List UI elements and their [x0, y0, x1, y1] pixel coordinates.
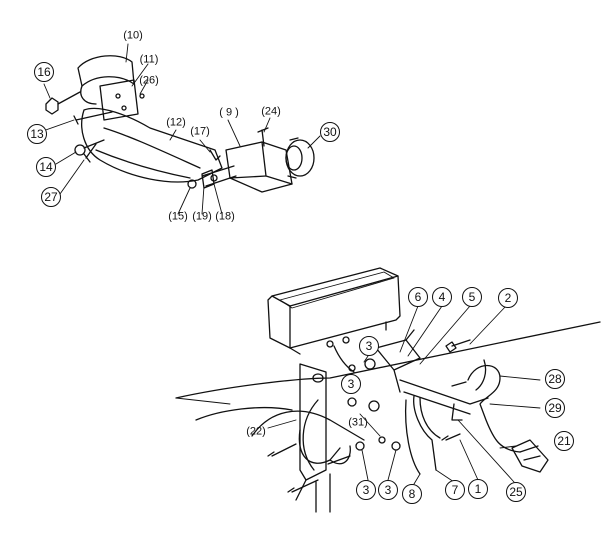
- pin: [257, 127, 269, 147]
- clamp-ring: [298, 429, 341, 464]
- nut-3-a: [364, 358, 376, 370]
- callout-18: (18): [215, 210, 235, 223]
- lamp-head: [225, 141, 293, 193]
- washer-left: [312, 373, 324, 383]
- screw-27: [83, 143, 97, 163]
- bolt-7: [451, 381, 467, 387]
- callout-26a: (26): [139, 74, 159, 87]
- bolt-left-b: [287, 479, 319, 493]
- frame-tube: [175, 321, 601, 399]
- pin-17: [209, 149, 221, 161]
- callout-5: 5: [462, 287, 482, 307]
- callout-15: (15): [168, 210, 188, 223]
- stud-b: [342, 336, 350, 344]
- lamp-arm: [399, 379, 489, 415]
- mount-bracket: [299, 363, 327, 481]
- bolt-mid: [327, 455, 351, 465]
- callout-10: (10): [123, 29, 143, 42]
- rivet-26: [139, 93, 145, 99]
- washer-15: [187, 179, 197, 189]
- callout-16: 16: [34, 62, 54, 82]
- callout-3b: 3: [341, 374, 361, 394]
- right-bracket: [375, 339, 421, 371]
- clamp-band: [77, 55, 135, 87]
- bolt-left-a: [267, 443, 297, 457]
- callout-17: (17): [190, 125, 210, 138]
- spring-18: [210, 174, 218, 182]
- adjust-knob: [285, 137, 315, 179]
- callout-9: ( 9 ): [219, 106, 239, 119]
- lower-assembly: [175, 267, 601, 513]
- callout-3a: 3: [359, 336, 379, 356]
- bolt-16: [45, 91, 81, 115]
- nut-mid: [347, 397, 357, 407]
- callout-19: (19): [192, 210, 212, 223]
- lamp-housing: [267, 267, 401, 355]
- nut-3-c: [355, 441, 365, 451]
- callout-14: 14: [36, 157, 56, 177]
- callout-11: (11): [139, 53, 159, 66]
- cable: [467, 364, 521, 453]
- arm-tube: [81, 107, 223, 183]
- callout-6: 6: [408, 287, 428, 307]
- bolt-1: [441, 433, 461, 441]
- callout-8: 8: [402, 484, 422, 504]
- upper-assembly: [39, 43, 321, 215]
- stud-a: [326, 340, 334, 348]
- bolt-13: [73, 111, 113, 125]
- callout-21: 21: [554, 431, 574, 451]
- callout-12: (12): [166, 116, 186, 129]
- callout-24: (24): [261, 105, 281, 118]
- washer-31: [378, 436, 386, 444]
- callout-31: (31): [348, 416, 368, 429]
- nut-3-d: [391, 441, 401, 451]
- callout-2: 2: [498, 288, 518, 308]
- callout-1: 1: [468, 479, 488, 499]
- remote-switch: [511, 439, 549, 473]
- callout-22: (22): [246, 425, 266, 438]
- callout-3c: 3: [356, 480, 376, 500]
- callout-28: 28: [545, 369, 565, 389]
- pin-25: [451, 403, 463, 421]
- callout-27: 27: [41, 187, 61, 207]
- callout-25: 25: [506, 482, 526, 502]
- bolt-2: [445, 339, 471, 353]
- callout-4: 4: [432, 287, 452, 307]
- callout-29: 29: [545, 398, 565, 418]
- callout-3d: 3: [378, 480, 398, 500]
- callout-13: 13: [27, 124, 47, 144]
- callout-30: 30: [320, 122, 340, 142]
- nut-3-b: [368, 400, 380, 412]
- frame-tube-lower: [251, 410, 365, 441]
- callout-7: 7: [445, 480, 465, 500]
- nut-14: [74, 139, 105, 156]
